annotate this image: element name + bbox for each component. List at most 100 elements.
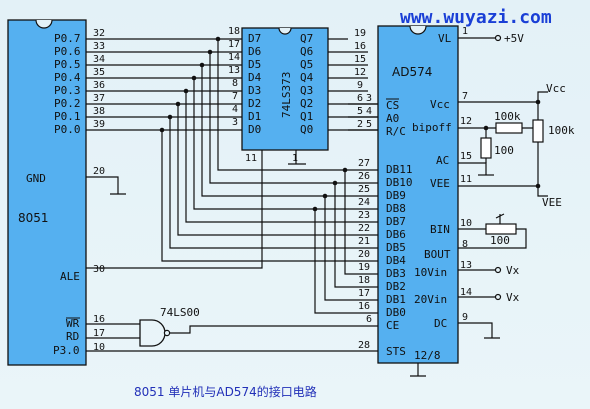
adc-left-numbers: 3 4 5 27 26 25 24 23 22 21 20 19 18 17 1… <box>358 93 372 351</box>
mcu-pin-p07: P0.7 <box>54 32 81 45</box>
mcu-ale-label: ALE <box>60 270 80 283</box>
adc-ln-20: 20 <box>358 249 370 260</box>
adc-ln-17: 17 <box>358 288 370 299</box>
adc-ln-26: 26 <box>358 171 370 182</box>
adc-right-labels: VL Vcc bipoff AC VEE BIN BOUT 10Vin 20Vi… <box>412 32 452 330</box>
adc-ce: CE <box>386 319 399 332</box>
adc-ln-18: 18 <box>358 275 370 286</box>
latch-chip <box>241 27 329 151</box>
adc-db4: DB4 <box>386 254 406 267</box>
mcu-pin-p05: P0.5 <box>54 58 81 71</box>
latch-qn-9: 9 <box>357 80 363 91</box>
bus-db9 <box>201 65 378 197</box>
mcu-num-33: 33 <box>93 41 105 52</box>
adc-ln-27: 27 <box>358 158 370 169</box>
latch-q3: Q3 <box>300 84 313 97</box>
mcu-p30-label: P3.0 <box>53 344 80 357</box>
adc-rn-15: 15 <box>460 151 472 162</box>
mcu-num-32: 32 <box>93 28 105 39</box>
mcu-name: 8051 <box>18 211 49 225</box>
adc-ln-19: 19 <box>358 262 370 273</box>
adc-name: AD574 <box>392 65 432 79</box>
supply-vcc: Vcc <box>546 82 566 95</box>
adc-rn-8: 8 <box>462 239 468 250</box>
vee-wire <box>458 185 548 197</box>
bus-db4 <box>161 130 378 262</box>
vx1-terminal <box>494 266 502 274</box>
latch-q5: Q5 <box>300 58 313 71</box>
adc-ln-4: 4 <box>366 106 372 117</box>
mcu-port-numbers: 32 33 34 35 36 37 38 39 <box>93 28 105 130</box>
latch-qn-16: 16 <box>354 41 366 52</box>
mcu-num-38: 38 <box>93 106 105 117</box>
latch-qn-12: 12 <box>354 67 366 78</box>
mcu-num-37: 37 <box>93 93 105 104</box>
latch-qn-19: 19 <box>354 28 366 39</box>
latch-dn-13: 13 <box>228 65 240 76</box>
junction-dot <box>191 75 197 81</box>
gate-name: 74LS00 <box>160 306 200 319</box>
adc-db9: DB9 <box>386 189 406 202</box>
latch-d-labels: D7 D6 D5 D4 D3 D2 D1 D0 <box>248 32 262 136</box>
latch-dn-3: 3 <box>232 117 238 128</box>
junction-dot <box>199 62 205 68</box>
latch-d4: D4 <box>248 71 262 84</box>
mcu-chip <box>7 19 87 366</box>
latch-d5: D5 <box>248 58 261 71</box>
vl-terminal <box>494 34 502 42</box>
latch-q0: Q0 <box>300 123 313 136</box>
adc-db11: DB11 <box>386 163 413 176</box>
adc-db5: DB5 <box>386 241 406 254</box>
vcc-lead <box>537 91 548 102</box>
vx2-terminal <box>494 293 502 301</box>
junction-dot <box>183 88 189 94</box>
latch-q1: Q1 <box>300 110 313 123</box>
adc-db3: DB3 <box>386 267 406 280</box>
nand-gate-bubble <box>163 329 171 337</box>
adc-left-labels: CS A0 R/C DB11 DB10 DB9 DB8 DB7 DB6 DB5 … <box>386 98 413 358</box>
latch-oe-num: 1 <box>292 153 298 164</box>
mcu-p30-num: 10 <box>93 342 105 353</box>
r-100k-top <box>495 122 523 134</box>
mcu-pin-p04: P0.4 <box>54 71 81 84</box>
adc-20vin: 20Vin <box>414 293 447 306</box>
latch-le-num: 11 <box>245 153 257 164</box>
adc-cs: CS <box>386 99 399 112</box>
ale-wire <box>86 150 263 269</box>
latch-dn-7: 7 <box>232 91 238 102</box>
bus-db5 <box>169 117 378 249</box>
adc-bottom-ground <box>410 363 426 377</box>
latch-oe-ground <box>288 150 306 165</box>
latch-notch <box>278 27 292 35</box>
junction-dot <box>159 127 165 133</box>
adc-rn-9: 9 <box>462 312 468 323</box>
adc-db6: DB6 <box>386 228 406 241</box>
adc-db10: DB10 <box>386 176 413 189</box>
adc-10vin: 10Vin <box>414 266 447 279</box>
adc-ac: AC <box>436 154 449 167</box>
adc-ln-16: 16 <box>358 301 370 312</box>
latch-q-numbers: 19 16 15 12 9 6 5 2 <box>354 28 366 130</box>
r2-value: 100k <box>548 124 575 137</box>
mcu-pin-p02: P0.2 <box>54 97 81 110</box>
bus-db3 <box>344 170 378 275</box>
latch-q7: Q7 <box>300 32 313 45</box>
mcu-pin-p03: P0.3 <box>54 84 81 97</box>
latch-d2: D2 <box>248 97 261 110</box>
adc-ln-25: 25 <box>358 184 370 195</box>
adc-db1: DB1 <box>386 293 406 306</box>
adc-ln-6: 6 <box>366 314 372 325</box>
adc-rn-11: 11 <box>460 174 472 185</box>
dc-ground <box>458 322 500 339</box>
mcu-pin-p06: P0.6 <box>54 45 81 58</box>
mcu-num-36: 36 <box>93 80 105 91</box>
r3-value: 100 <box>494 144 514 157</box>
adc-ln-21: 21 <box>358 236 370 247</box>
latch-d7: D7 <box>248 32 261 45</box>
adc-ln-5: 5 <box>366 119 372 130</box>
adc-db7: DB7 <box>386 215 406 228</box>
adc-rn-10: 10 <box>460 218 472 229</box>
mcu-wr-num: 16 <box>93 314 105 325</box>
supply-vx2: Vx <box>506 291 520 304</box>
latch-q2: Q2 <box>300 97 313 110</box>
